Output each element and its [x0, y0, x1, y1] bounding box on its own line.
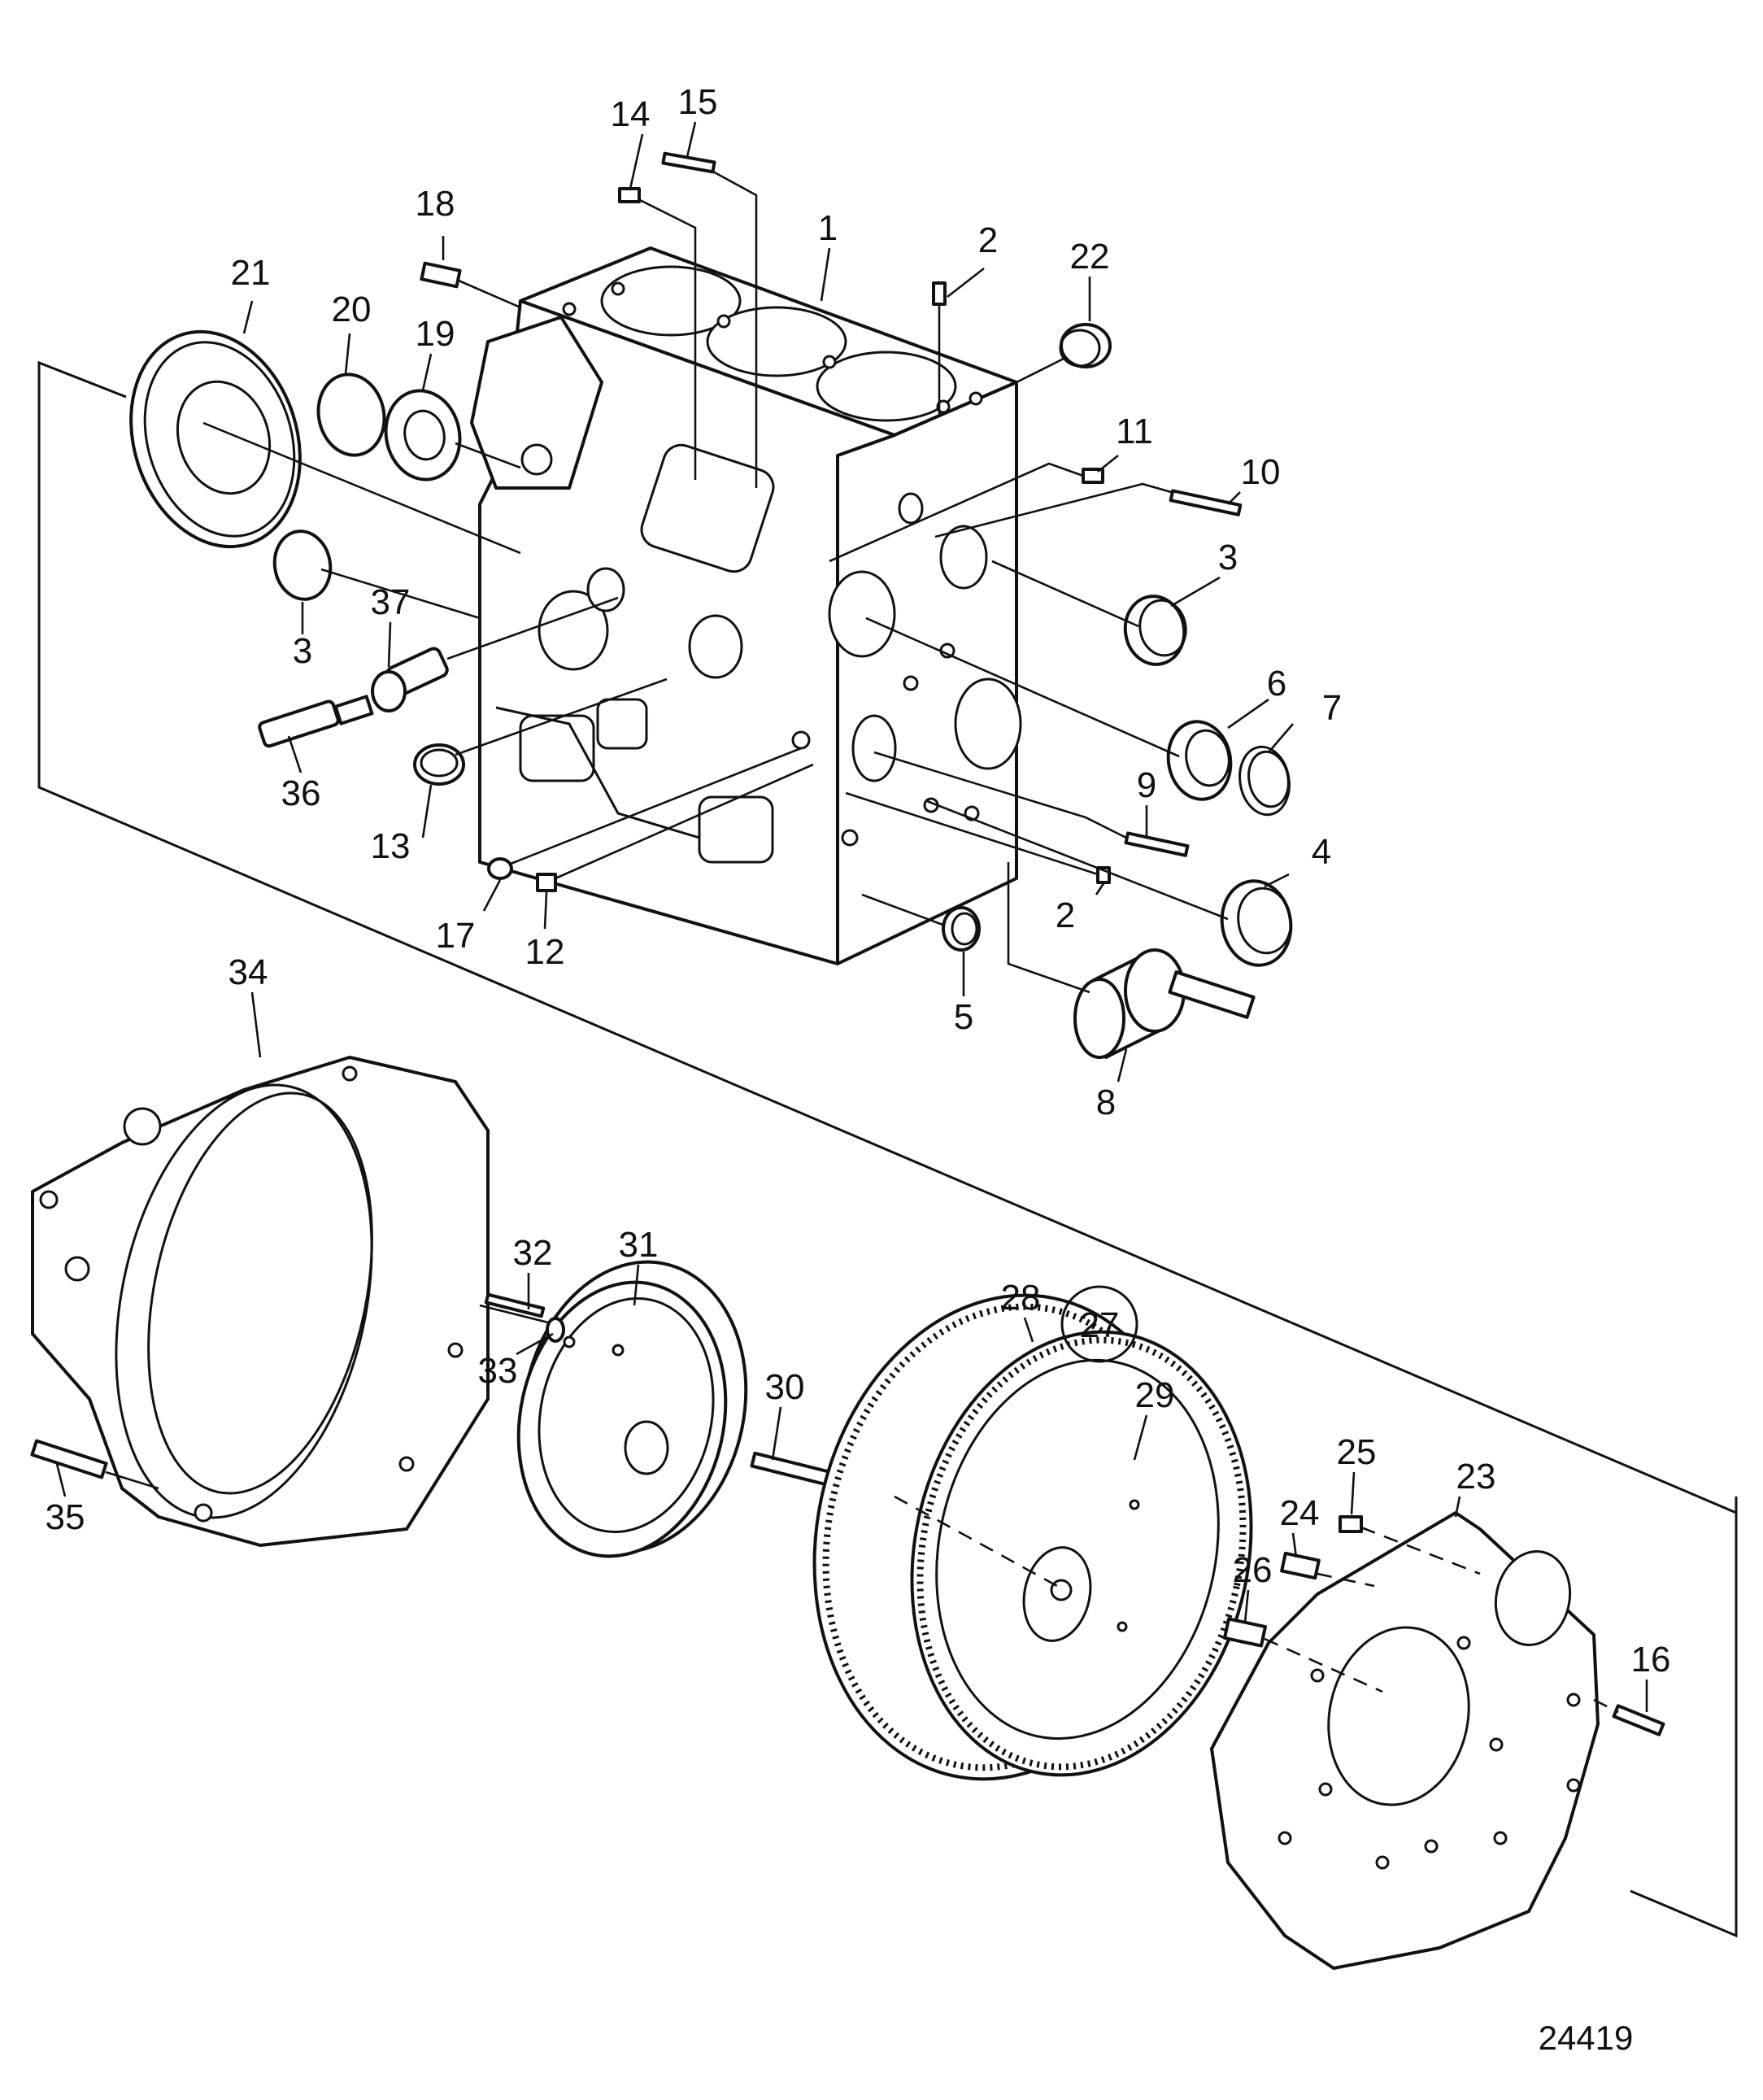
callout-32: 32 — [513, 1233, 553, 1273]
callout-15: 15 — [678, 82, 718, 122]
part-16-bolt — [1593, 1698, 1665, 1736]
callout-17: 17 — [436, 916, 476, 956]
part-2-pin-top — [932, 281, 947, 415]
callout-labels: 1 2 2 3 3 4 5 6 7 8 9 10 11 12 13 14 15 … — [46, 82, 1671, 1680]
part-15-stud — [661, 151, 758, 488]
callout-24: 24 — [1280, 1493, 1320, 1533]
callout-36: 36 — [281, 773, 321, 813]
part-24-bolt — [1280, 1551, 1375, 1588]
part-36-sensor — [258, 695, 374, 748]
callout-27-circle — [1060, 1285, 1138, 1363]
part-3-plug-left — [272, 529, 481, 620]
part-22-plug — [1016, 323, 1112, 384]
callout-22: 22 — [1070, 237, 1110, 277]
part-18-dowel — [420, 261, 521, 309]
callout-33: 33 — [478, 1351, 518, 1391]
callout-16: 16 — [1631, 1640, 1671, 1680]
part-12-plug — [536, 763, 814, 892]
part-19-bearing — [384, 389, 521, 481]
callout-7: 7 — [1322, 688, 1342, 728]
figure-number: 24419 — [1539, 2019, 1634, 2057]
callout-10: 10 — [1241, 452, 1281, 492]
callout-11: 11 — [1116, 412, 1153, 451]
part-26-bolt — [1223, 1617, 1383, 1693]
callout-30: 30 — [765, 1367, 805, 1407]
part-10-stud — [934, 482, 1243, 538]
callout-2-top: 2 — [978, 220, 998, 260]
part-20-shim — [316, 373, 386, 457]
part-33-washer — [546, 1317, 565, 1343]
callout-14: 14 — [611, 94, 651, 134]
callout-3-left: 3 — [293, 631, 312, 671]
callout-26: 26 — [1233, 1550, 1273, 1590]
part-13-plug — [413, 677, 668, 786]
part-21-seal-ring — [129, 329, 521, 555]
callout-9: 9 — [1137, 765, 1156, 805]
callout-5: 5 — [954, 997, 973, 1037]
part-37-adapter — [371, 596, 619, 712]
part-17-plug — [487, 747, 802, 880]
part-31-damper — [516, 1260, 748, 1558]
part-6-bushing — [865, 616, 1233, 801]
callout-34: 34 — [229, 952, 268, 992]
part-3-plug-right — [991, 560, 1187, 666]
callout-28: 28 — [1001, 1278, 1041, 1318]
callout-37: 37 — [371, 582, 411, 622]
callout-29: 29 — [1135, 1375, 1175, 1415]
callout-6: 6 — [1267, 664, 1286, 704]
callout-12: 12 — [525, 932, 565, 972]
part-11-dowel — [829, 462, 1104, 563]
part-5-plug — [861, 893, 981, 952]
part-4-seal — [926, 799, 1293, 967]
part-34-flywheel-housing — [31, 1056, 490, 1547]
part-25-dowel — [1339, 1515, 1481, 1575]
assembly-frame — [37, 360, 1738, 1938]
callout-leaders — [55, 121, 1648, 1712]
callout-3-right: 3 — [1218, 538, 1238, 577]
callout-4: 4 — [1312, 832, 1331, 872]
callout-27: 27 — [1080, 1305, 1120, 1345]
callout-1: 1 — [818, 208, 838, 248]
part-8-balancer — [1007, 862, 1256, 1059]
part-9-stud — [873, 751, 1190, 857]
callout-2-bottom: 2 — [1056, 895, 1075, 935]
callout-31: 31 — [619, 1225, 659, 1265]
part-7-snap-ring — [1238, 745, 1291, 817]
part-28-flywheel — [812, 1293, 1253, 1781]
callout-23: 23 — [1456, 1457, 1496, 1497]
callout-20: 20 — [332, 290, 372, 329]
callout-19: 19 — [416, 314, 455, 354]
part-23-cover-plate — [1210, 1511, 1600, 1970]
callout-18: 18 — [416, 184, 455, 224]
callout-21: 21 — [231, 253, 271, 293]
part-35-bolt — [30, 1439, 159, 1490]
callout-13: 13 — [371, 826, 411, 866]
callout-25: 25 — [1337, 1432, 1377, 1472]
callout-8: 8 — [1096, 1083, 1116, 1122]
part-14-dowel — [618, 187, 697, 480]
callout-35: 35 — [46, 1497, 85, 1537]
